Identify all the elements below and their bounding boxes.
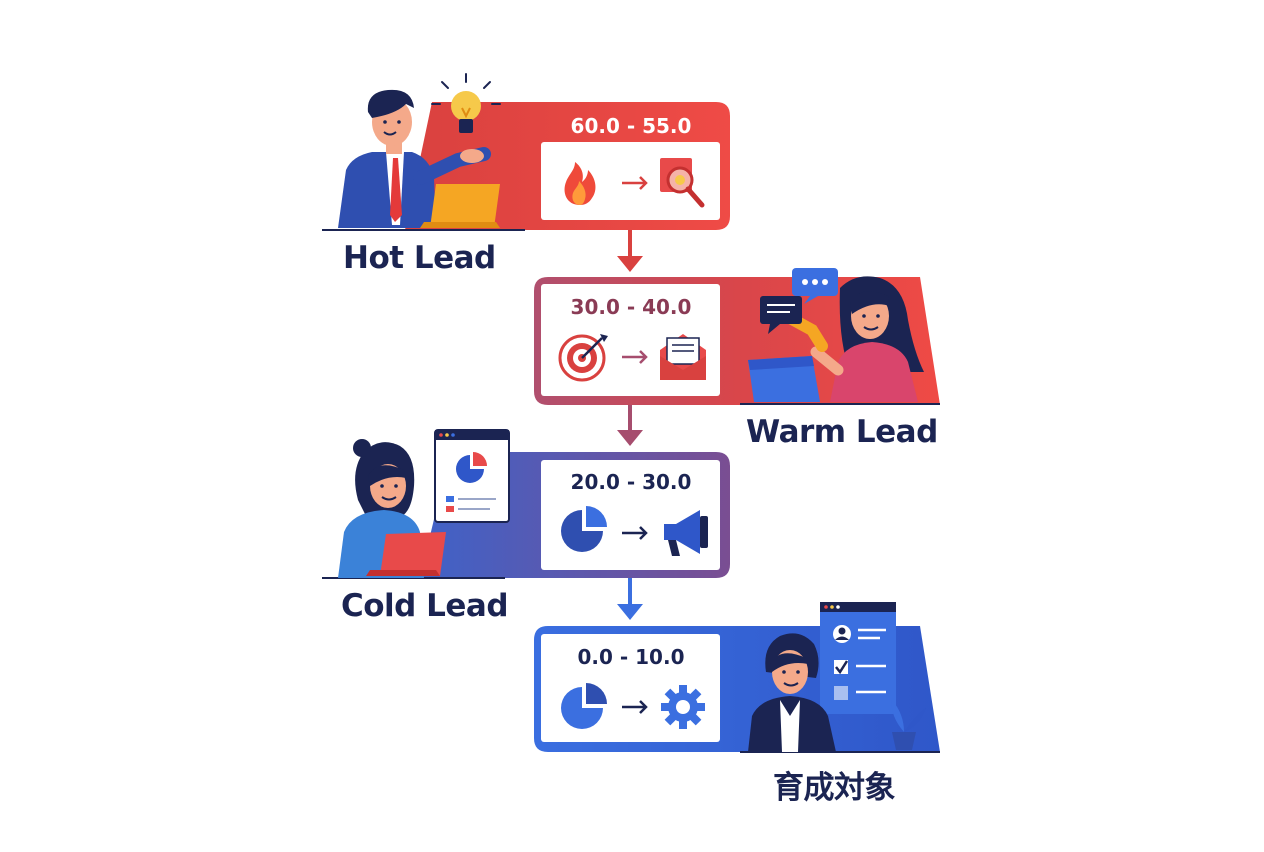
target-icon (558, 334, 608, 382)
connector-arrow-1 (617, 230, 643, 272)
connector-arrow-3 (617, 578, 643, 620)
magnifier-icon (660, 158, 705, 208)
hot-lead-label: Hot Lead (343, 240, 496, 276)
connector-arrow-2 (617, 405, 643, 446)
cold-lead-person-illustration (322, 429, 510, 579)
warm-lead-person-illustration (740, 268, 940, 405)
arrow-right-icon (622, 176, 648, 190)
hot-lead-person-illustration (322, 73, 525, 231)
megaphone-icon (664, 510, 708, 556)
cold-lead-stage (322, 429, 730, 579)
nurture-person-illustration (740, 602, 940, 753)
nurture-stage (534, 602, 940, 753)
cold-lead-score-range: 20.0 - 30.0 (570, 470, 692, 494)
envelope-icon (660, 334, 706, 380)
warm-lead-score-range: 30.0 - 40.0 (570, 295, 692, 319)
flame-icon (564, 162, 596, 205)
pie-chart-icon (561, 683, 607, 729)
hot-lead-stage (322, 73, 730, 231)
hot-lead-score-range: 60.0 - 55.0 (570, 114, 692, 138)
warm-lead-label: Warm Lead (746, 414, 938, 450)
arrow-right-icon (622, 700, 648, 714)
warm-lead-stage (534, 268, 940, 405)
cold-lead-label: Cold Lead (341, 588, 509, 624)
arrow-right-icon (622, 350, 648, 364)
arrow-right-icon (622, 526, 648, 540)
pie-chart-icon (561, 506, 607, 552)
nurture-label: 育成対象 (773, 770, 896, 806)
gear-icon (661, 685, 705, 729)
nurture-score-range: 0.0 - 10.0 (577, 645, 685, 669)
